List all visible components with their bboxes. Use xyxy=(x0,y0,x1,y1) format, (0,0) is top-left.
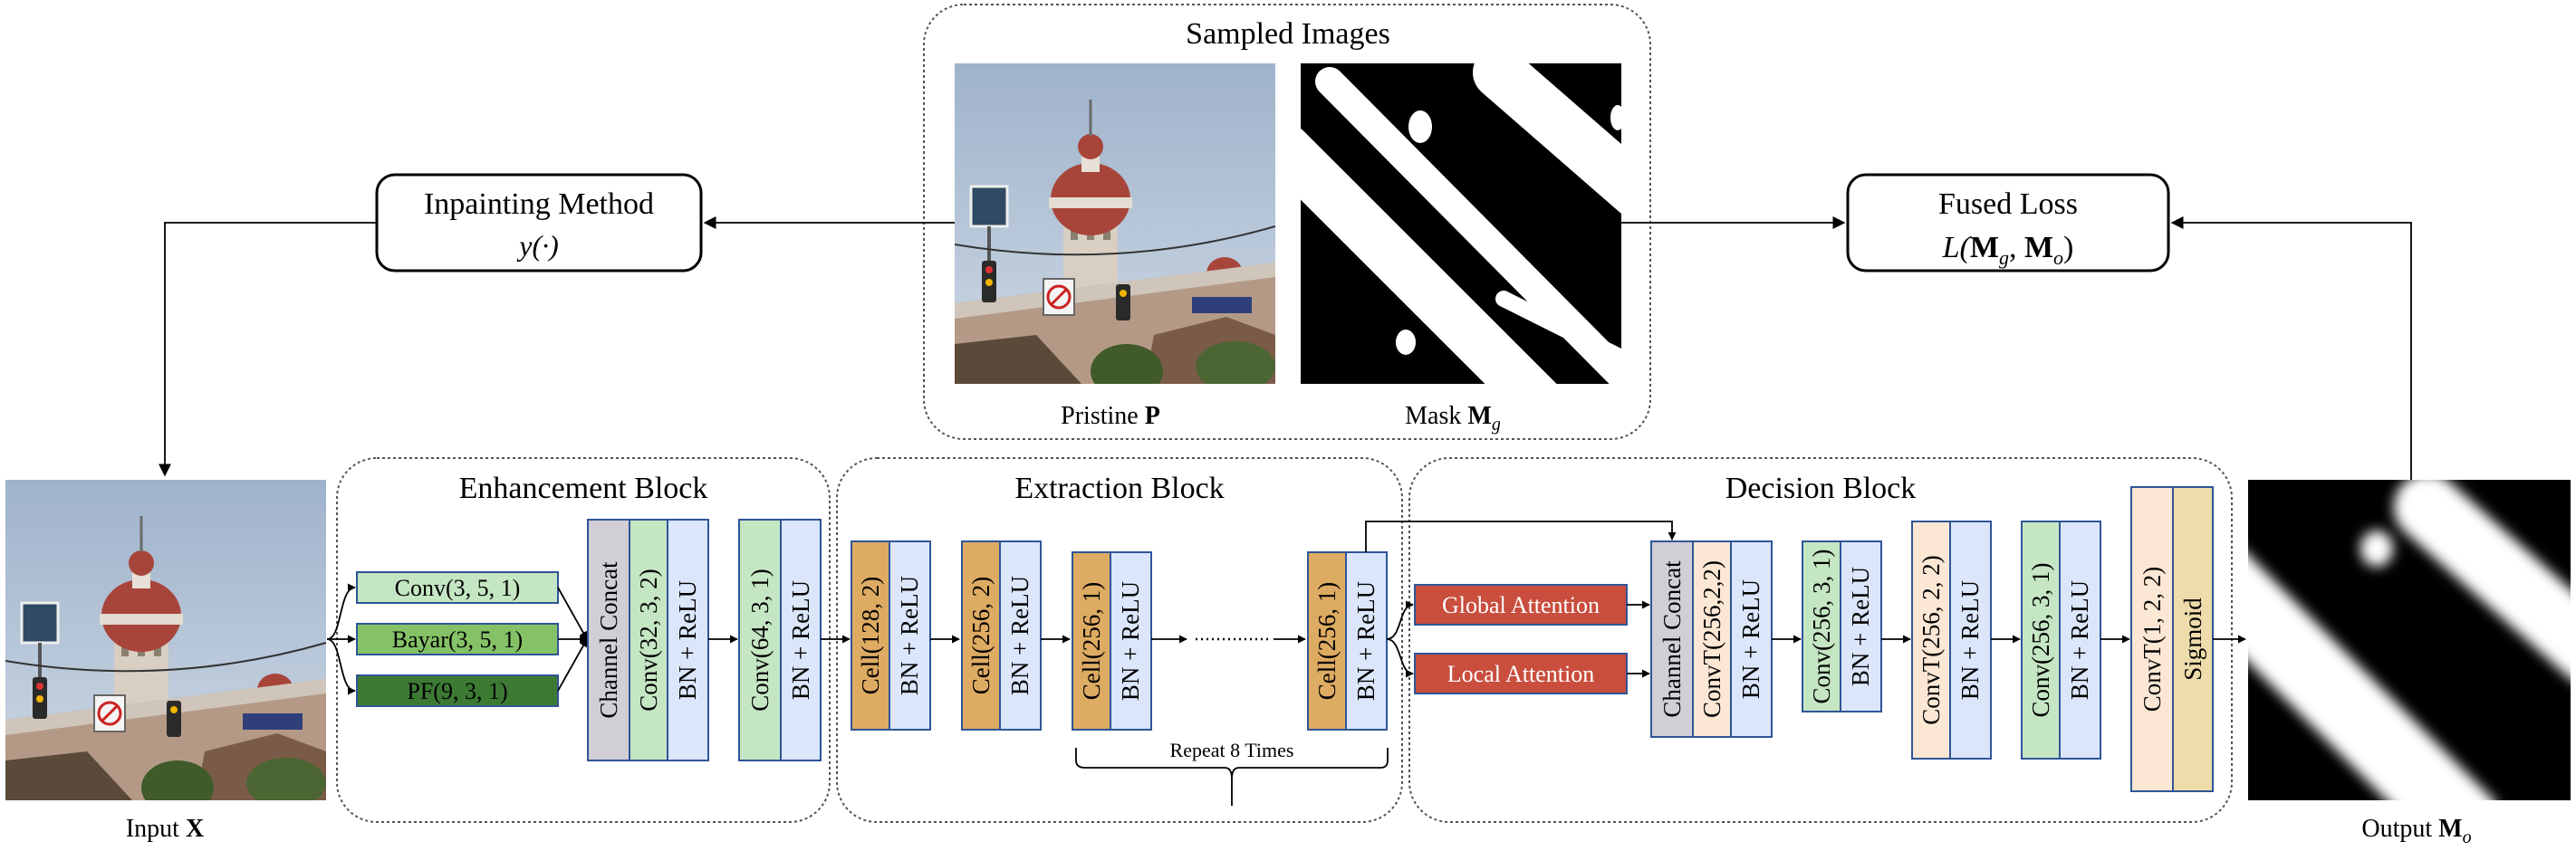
bn-relu-enh-2-box xyxy=(780,519,822,761)
bn-relu-ext-4-box xyxy=(1345,551,1388,731)
conv-64-label: Conv(64, 3, 1) xyxy=(746,569,774,712)
bn-relu-dec-2-box xyxy=(1840,540,1882,712)
conv-256-b-label: Conv(256, 3, 1) xyxy=(2027,563,2054,718)
output-label: Output Mo xyxy=(2361,815,2471,847)
mask-image xyxy=(1301,63,1621,384)
conv-64-box xyxy=(738,519,782,761)
bn-relu-dec-3-label: BN + ReLU xyxy=(1956,580,1984,700)
mask-label: Mask Mg xyxy=(1405,402,1501,435)
bn-relu-dec-4-label: BN + ReLU xyxy=(2066,580,2093,700)
cell-128-box xyxy=(851,540,890,731)
conv-256-a-label: Conv(256, 3, 1) xyxy=(1808,550,1835,704)
global-attention-box xyxy=(1414,584,1628,626)
extraction-block-title: Extraction Block xyxy=(1014,472,1224,505)
bn-relu-dec-1-box xyxy=(1730,540,1773,738)
conv-256-b-box xyxy=(2021,521,2061,760)
bn-relu-ext-1-label: BN + ReLU xyxy=(896,576,923,695)
enhancement-block xyxy=(336,457,831,823)
cell-256-2-label: Cell(256, 2) xyxy=(967,577,995,694)
enhancement-block-title: Enhancement Block xyxy=(459,472,708,505)
decision-block xyxy=(1408,457,2233,823)
bayar-filter-label: Bayar(3, 5, 1) xyxy=(392,626,523,653)
bn-relu-dec-4-box xyxy=(2059,521,2101,760)
convt-256-a-label: ConvT(256,2,2) xyxy=(1698,560,1725,718)
bn-relu-enh-1-label: BN + ReLU xyxy=(674,580,701,700)
bn-relu-dec-2-label: BN + ReLU xyxy=(1847,567,1874,686)
convt-1-box xyxy=(2130,486,2174,792)
bn-relu-enh-2-label: BN + ReLU xyxy=(787,580,814,700)
bn-relu-ext-4-label: BN + ReLU xyxy=(1352,581,1379,701)
pristine-image xyxy=(955,63,1275,384)
extraction-block xyxy=(836,457,1403,823)
input-label: Input X xyxy=(126,815,204,843)
channel-concat-enh-box xyxy=(587,519,630,761)
conv-filter-label: Conv(3, 5, 1) xyxy=(395,575,521,601)
local-attention-label: Local Attention xyxy=(1447,661,1594,687)
fused-loss-title: Fused Loss xyxy=(1938,187,2078,221)
fused-loss-box xyxy=(1846,173,2170,273)
pf-filter-label: PF(9, 3, 1) xyxy=(407,678,507,704)
inpainting-method-title: Inpainting Method xyxy=(424,187,654,221)
fused-loss-formula: L(Mg, Mo) xyxy=(1942,231,2074,269)
bayar-filter-box xyxy=(356,623,559,655)
channel-concat-dec-label: Channel Concat xyxy=(1658,560,1686,718)
cell-128-label: Cell(128, 2) xyxy=(857,577,884,694)
sigmoid-box xyxy=(2172,486,2214,792)
bn-relu-dec-1-label: BN + ReLU xyxy=(1737,579,1764,699)
channel-concat-enh-label: Channel Concat xyxy=(595,561,622,719)
bn-relu-ext-3-label: BN + ReLU xyxy=(1117,581,1144,701)
bn-relu-ext-3-box xyxy=(1110,551,1152,731)
input-image xyxy=(5,480,327,800)
output-image xyxy=(2248,480,2571,800)
repeat-label: Repeat 8 Times xyxy=(1170,739,1294,761)
bn-relu-ext-2-label: BN + ReLU xyxy=(1006,576,1033,695)
cell-256-1-a-box xyxy=(1072,551,1111,731)
bn-relu-dec-3-box xyxy=(1949,521,1992,760)
channel-concat-dec-box xyxy=(1650,540,1694,738)
bn-relu-ext-1-box xyxy=(889,540,931,731)
sampled-images-title: Sampled Images xyxy=(1186,17,1390,51)
decision-block-title: Decision Block xyxy=(1725,472,1917,505)
inpainting-method-formula: y(·) xyxy=(516,229,559,262)
convt-1-label: ConvT(1, 2, 2) xyxy=(2139,567,2166,712)
cell-256-1-b-box xyxy=(1307,551,1347,731)
cell-256-2-box xyxy=(961,540,1001,731)
repeat-brace xyxy=(1075,748,1389,806)
sigmoid-label: Sigmoid xyxy=(2179,598,2206,681)
global-attention-label: Global Attention xyxy=(1442,592,1600,618)
cell-256-1-b-label: Cell(256, 1) xyxy=(1313,582,1341,700)
conv-32-label: Conv(32, 3, 2) xyxy=(635,569,662,712)
cell-256-1-a-label: Cell(256, 1) xyxy=(1078,582,1105,700)
convt-256-b-label: ConvT(256, 2, 2) xyxy=(1918,555,1945,724)
pristine-label: Pristine P xyxy=(1061,402,1160,430)
bn-relu-ext-2-box xyxy=(999,540,1042,731)
bn-relu-enh-1-box xyxy=(667,519,709,761)
